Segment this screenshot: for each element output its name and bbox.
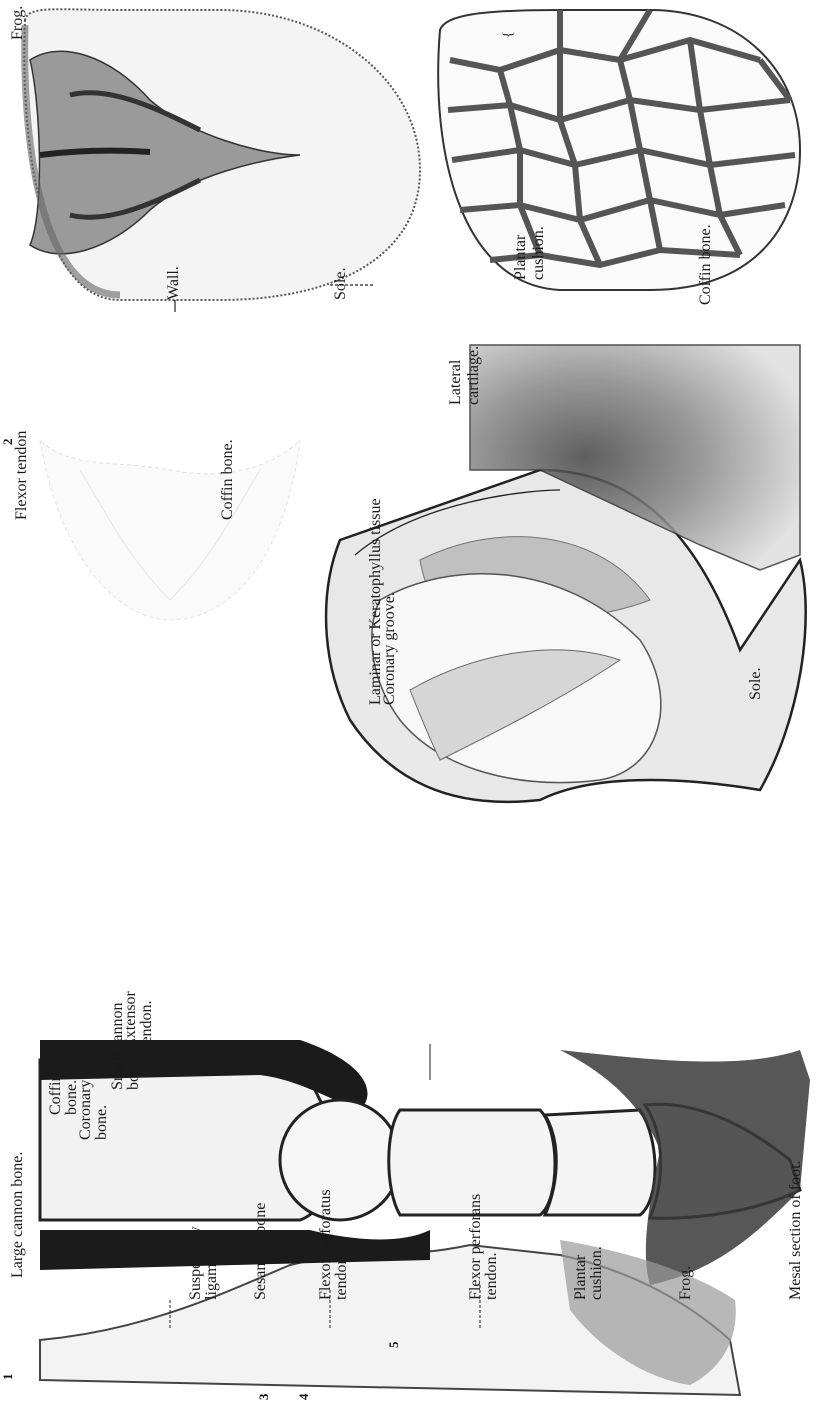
fig5-label-frog: Frog. [677, 1266, 694, 1300]
fig4-label-sole: Sole. [747, 668, 764, 700]
fig1-label-frog: Frog. [9, 6, 26, 40]
fig5-label-coronary-bone: bone. [93, 1105, 110, 1140]
figure-number-1: 1 [0, 1374, 15, 1381]
fig3-label-coffin-bone: Coffin bone. [219, 439, 236, 520]
fig5-label-small-cannon-bone: bone. [125, 1055, 142, 1090]
fig2-label-lateral: Lateral [447, 359, 464, 405]
fig1-label-wall: Wall. [165, 266, 182, 300]
fig5-label-coffin: Coffin [47, 1074, 64, 1115]
fig2-label-coffin-bone: Coffin bone. [697, 224, 714, 305]
figure-1-sole-view [24, 9, 420, 312]
fig5-label-sesamoid: Sesamoid bone [252, 1203, 269, 1300]
fig5-label-perforatus-tendon: tendon. [333, 1252, 350, 1300]
fig1-label-sole: Sole. [332, 268, 349, 300]
fig5-caption: Mesal section of foot. [787, 1160, 804, 1300]
fig3-label-flexor-tendon: Flexor tendon [13, 431, 30, 520]
fig5-label-suspensory: Suspensory [187, 1226, 204, 1300]
fig5-coronary-bone [545, 1110, 655, 1215]
fig5-fetlock-joint [280, 1100, 400, 1220]
figure-3-coffin-bone [40, 440, 300, 620]
fig5-label-suspensory-ligament: ligament. [203, 1240, 220, 1300]
figure-2-cartilage-network: { [438, 10, 800, 290]
figure-4-hoof-capsule [326, 345, 806, 802]
figure-number-3: 3 [256, 1393, 271, 1400]
fig5-label-extensor-tendon: tendon. [138, 1000, 155, 1048]
fig5-label-plantar-cushion: cushion. [588, 1246, 605, 1300]
fig2-outline [438, 10, 800, 290]
fig4-label-coronary-groove: Coronary groove. [381, 592, 398, 705]
figure-number-5: 5 [386, 1341, 401, 1348]
fig5-label-extensor: Extensor [122, 990, 139, 1048]
fig3-bone-outline [40, 440, 300, 620]
fig2-plantar-brace: { [501, 31, 516, 38]
fig2-label-cushion: cushion. [530, 226, 547, 280]
fig5-label-large-cannon: Large cannon bone. [9, 1152, 26, 1278]
fig5-label-perforans: Flexor perforans [467, 1194, 484, 1300]
fig5-label-perforans-tendon: tendon. [483, 1252, 500, 1300]
fig5-label-perforatus: Flexor perforatus [317, 1189, 334, 1300]
fig2-label-cartilage: cartilage. [465, 346, 482, 405]
fig5-label-plantar: Plantar [572, 1254, 589, 1300]
fig5-label-coffin-bone: bone. [63, 1080, 80, 1115]
fig2-label-plantar: Plantar [512, 234, 529, 280]
figure-5-mesal-section [40, 1040, 810, 1395]
figure-number-4: 4 [296, 1393, 311, 1400]
